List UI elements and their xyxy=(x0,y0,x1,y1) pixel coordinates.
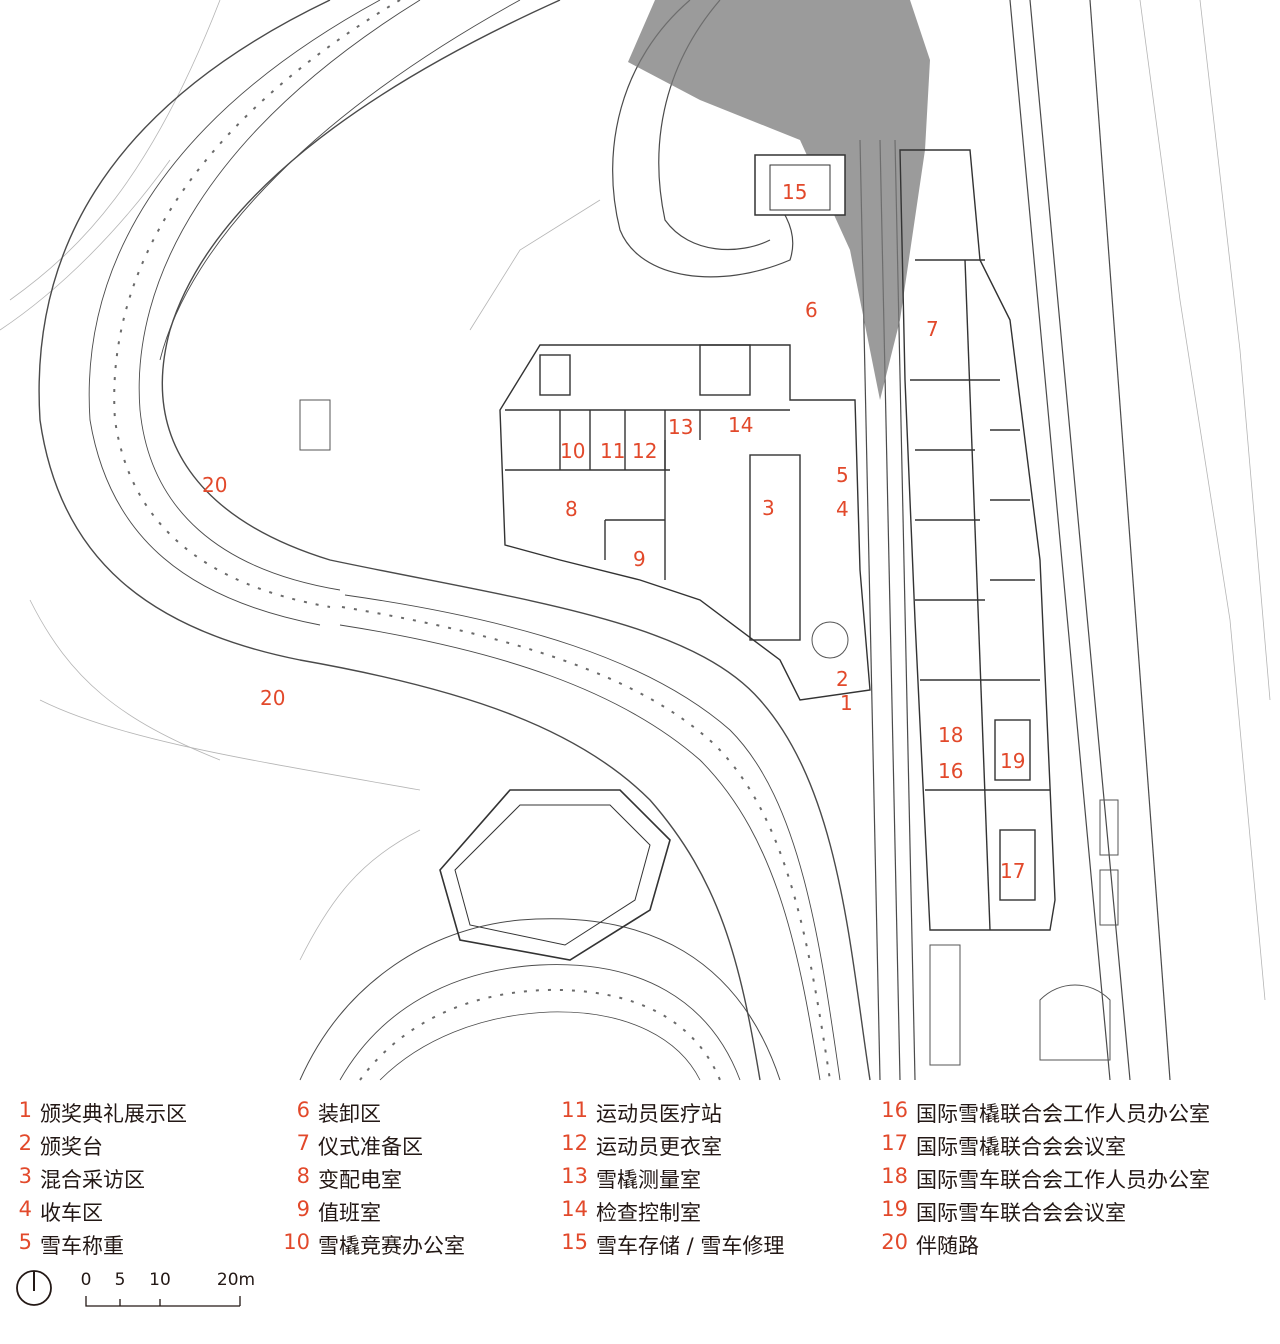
plan-label-15: 15 xyxy=(782,180,807,204)
plan-label-13: 13 xyxy=(668,415,693,439)
plan-label-19: 19 xyxy=(1000,749,1025,773)
legend-number: 18 xyxy=(881,1164,908,1188)
legend-text: 国际雪橇联合会工作人员办公室 xyxy=(916,1102,1210,1126)
plan-label-2: 2 xyxy=(836,667,849,691)
right-building xyxy=(899,149,1056,931)
legend-text: 装卸区 xyxy=(318,1102,381,1126)
legend-number: 20 xyxy=(881,1230,908,1254)
legend-number: 15 xyxy=(561,1230,588,1254)
legend-text: 国际雪车联合会工作人员办公室 xyxy=(916,1168,1210,1192)
scale-line xyxy=(85,1296,241,1307)
legend-text: 运动员更衣室 xyxy=(596,1135,722,1159)
scale-label: 20m xyxy=(216,1270,256,1290)
legend-text: 伴随路 xyxy=(916,1234,979,1258)
plan-label-1: 1 xyxy=(840,691,853,715)
plan-label-12: 12 xyxy=(632,439,657,463)
legend-number: 11 xyxy=(561,1098,588,1122)
north-arrow-icon xyxy=(16,1270,52,1306)
legend-text: 国际雪橇联合会会议室 xyxy=(916,1135,1126,1159)
terrain-lines xyxy=(0,0,1271,1001)
legend-number: 3 xyxy=(18,1164,32,1188)
plan-label-18: 18 xyxy=(938,723,963,747)
legend-number: 7 xyxy=(296,1131,310,1155)
plan-label-20a: 20 xyxy=(202,473,227,497)
legend-number: 2 xyxy=(18,1131,32,1155)
legend-text: 混合采访区 xyxy=(40,1168,145,1192)
plan-label-8: 8 xyxy=(565,497,578,521)
legend-number: 1 xyxy=(18,1098,32,1122)
plan-label-3: 3 xyxy=(762,496,775,520)
main-building xyxy=(499,344,871,701)
scale-bar: 0 5 10 20m xyxy=(60,1270,280,1320)
plan-label-17: 17 xyxy=(1000,859,1025,883)
plan-label-11: 11 xyxy=(600,439,625,463)
scale-label: 10 xyxy=(149,1270,171,1290)
site-plan: 1 2 3 4 5 6 7 8 9 10 11 12 13 14 15 16 1… xyxy=(0,0,1271,1081)
scale-label: 5 xyxy=(114,1270,126,1290)
legend-text: 颁奖典礼展示区 xyxy=(40,1102,187,1126)
legend-text: 颁奖台 xyxy=(40,1135,103,1159)
legend-text: 值班室 xyxy=(318,1201,381,1225)
legend: 1 颁奖典礼展示区 2 颁奖台 3 混合采访区 4 收车区 5 雪车称重 6 装卸区 7 仪式… xyxy=(0,1090,1280,1344)
legend-text: 雪车存储 / 雪车修理 xyxy=(596,1234,785,1258)
legend-number: 17 xyxy=(881,1131,908,1155)
legend-number: 13 xyxy=(561,1164,588,1188)
legend-text: 雪橇竞赛办公室 xyxy=(318,1234,465,1258)
legend-number: 16 xyxy=(881,1098,908,1122)
plan-label-6: 6 xyxy=(805,298,818,322)
legend-text: 仪式准备区 xyxy=(318,1135,423,1159)
shaded-canopy xyxy=(628,0,930,400)
legend-text: 检查控制室 xyxy=(596,1201,701,1225)
plan-label-9: 9 xyxy=(633,547,646,571)
legend-number: 14 xyxy=(561,1197,588,1221)
site-objects xyxy=(299,399,1119,1066)
plan-label-20b: 20 xyxy=(260,686,285,710)
legend-text: 变配电室 xyxy=(318,1168,402,1192)
legend-number: 6 xyxy=(296,1098,310,1122)
plan-label-10: 10 xyxy=(560,439,585,463)
legend-text: 国际雪车联合会会议室 xyxy=(916,1201,1126,1225)
plan-label-5: 5 xyxy=(836,463,849,487)
legend-number: 19 xyxy=(881,1197,908,1221)
plan-label-16: 16 xyxy=(938,759,963,783)
legend-number: 5 xyxy=(18,1230,32,1254)
legend-number: 8 xyxy=(296,1164,310,1188)
legend-text: 雪橇测量室 xyxy=(596,1168,701,1192)
scale-label: 0 xyxy=(80,1270,92,1290)
plan-label-14: 14 xyxy=(728,413,753,437)
serpentine-road xyxy=(38,0,871,1081)
pavilion xyxy=(439,789,671,961)
plan-labels: 1 2 3 4 5 6 7 8 9 10 11 12 13 14 15 16 1… xyxy=(202,180,1025,883)
legend-text: 雪车称重 xyxy=(40,1234,124,1258)
track-details xyxy=(113,0,831,1081)
plan-label-7: 7 xyxy=(926,317,939,341)
legend-number: 4 xyxy=(18,1197,32,1221)
plan-label-4: 4 xyxy=(836,497,849,521)
legend-number: 10 xyxy=(283,1230,310,1254)
legend-number: 9 xyxy=(296,1197,310,1221)
legend-text: 收车区 xyxy=(40,1201,103,1225)
legend-number: 12 xyxy=(561,1131,588,1155)
legend-text: 运动员医疗站 xyxy=(596,1102,722,1126)
